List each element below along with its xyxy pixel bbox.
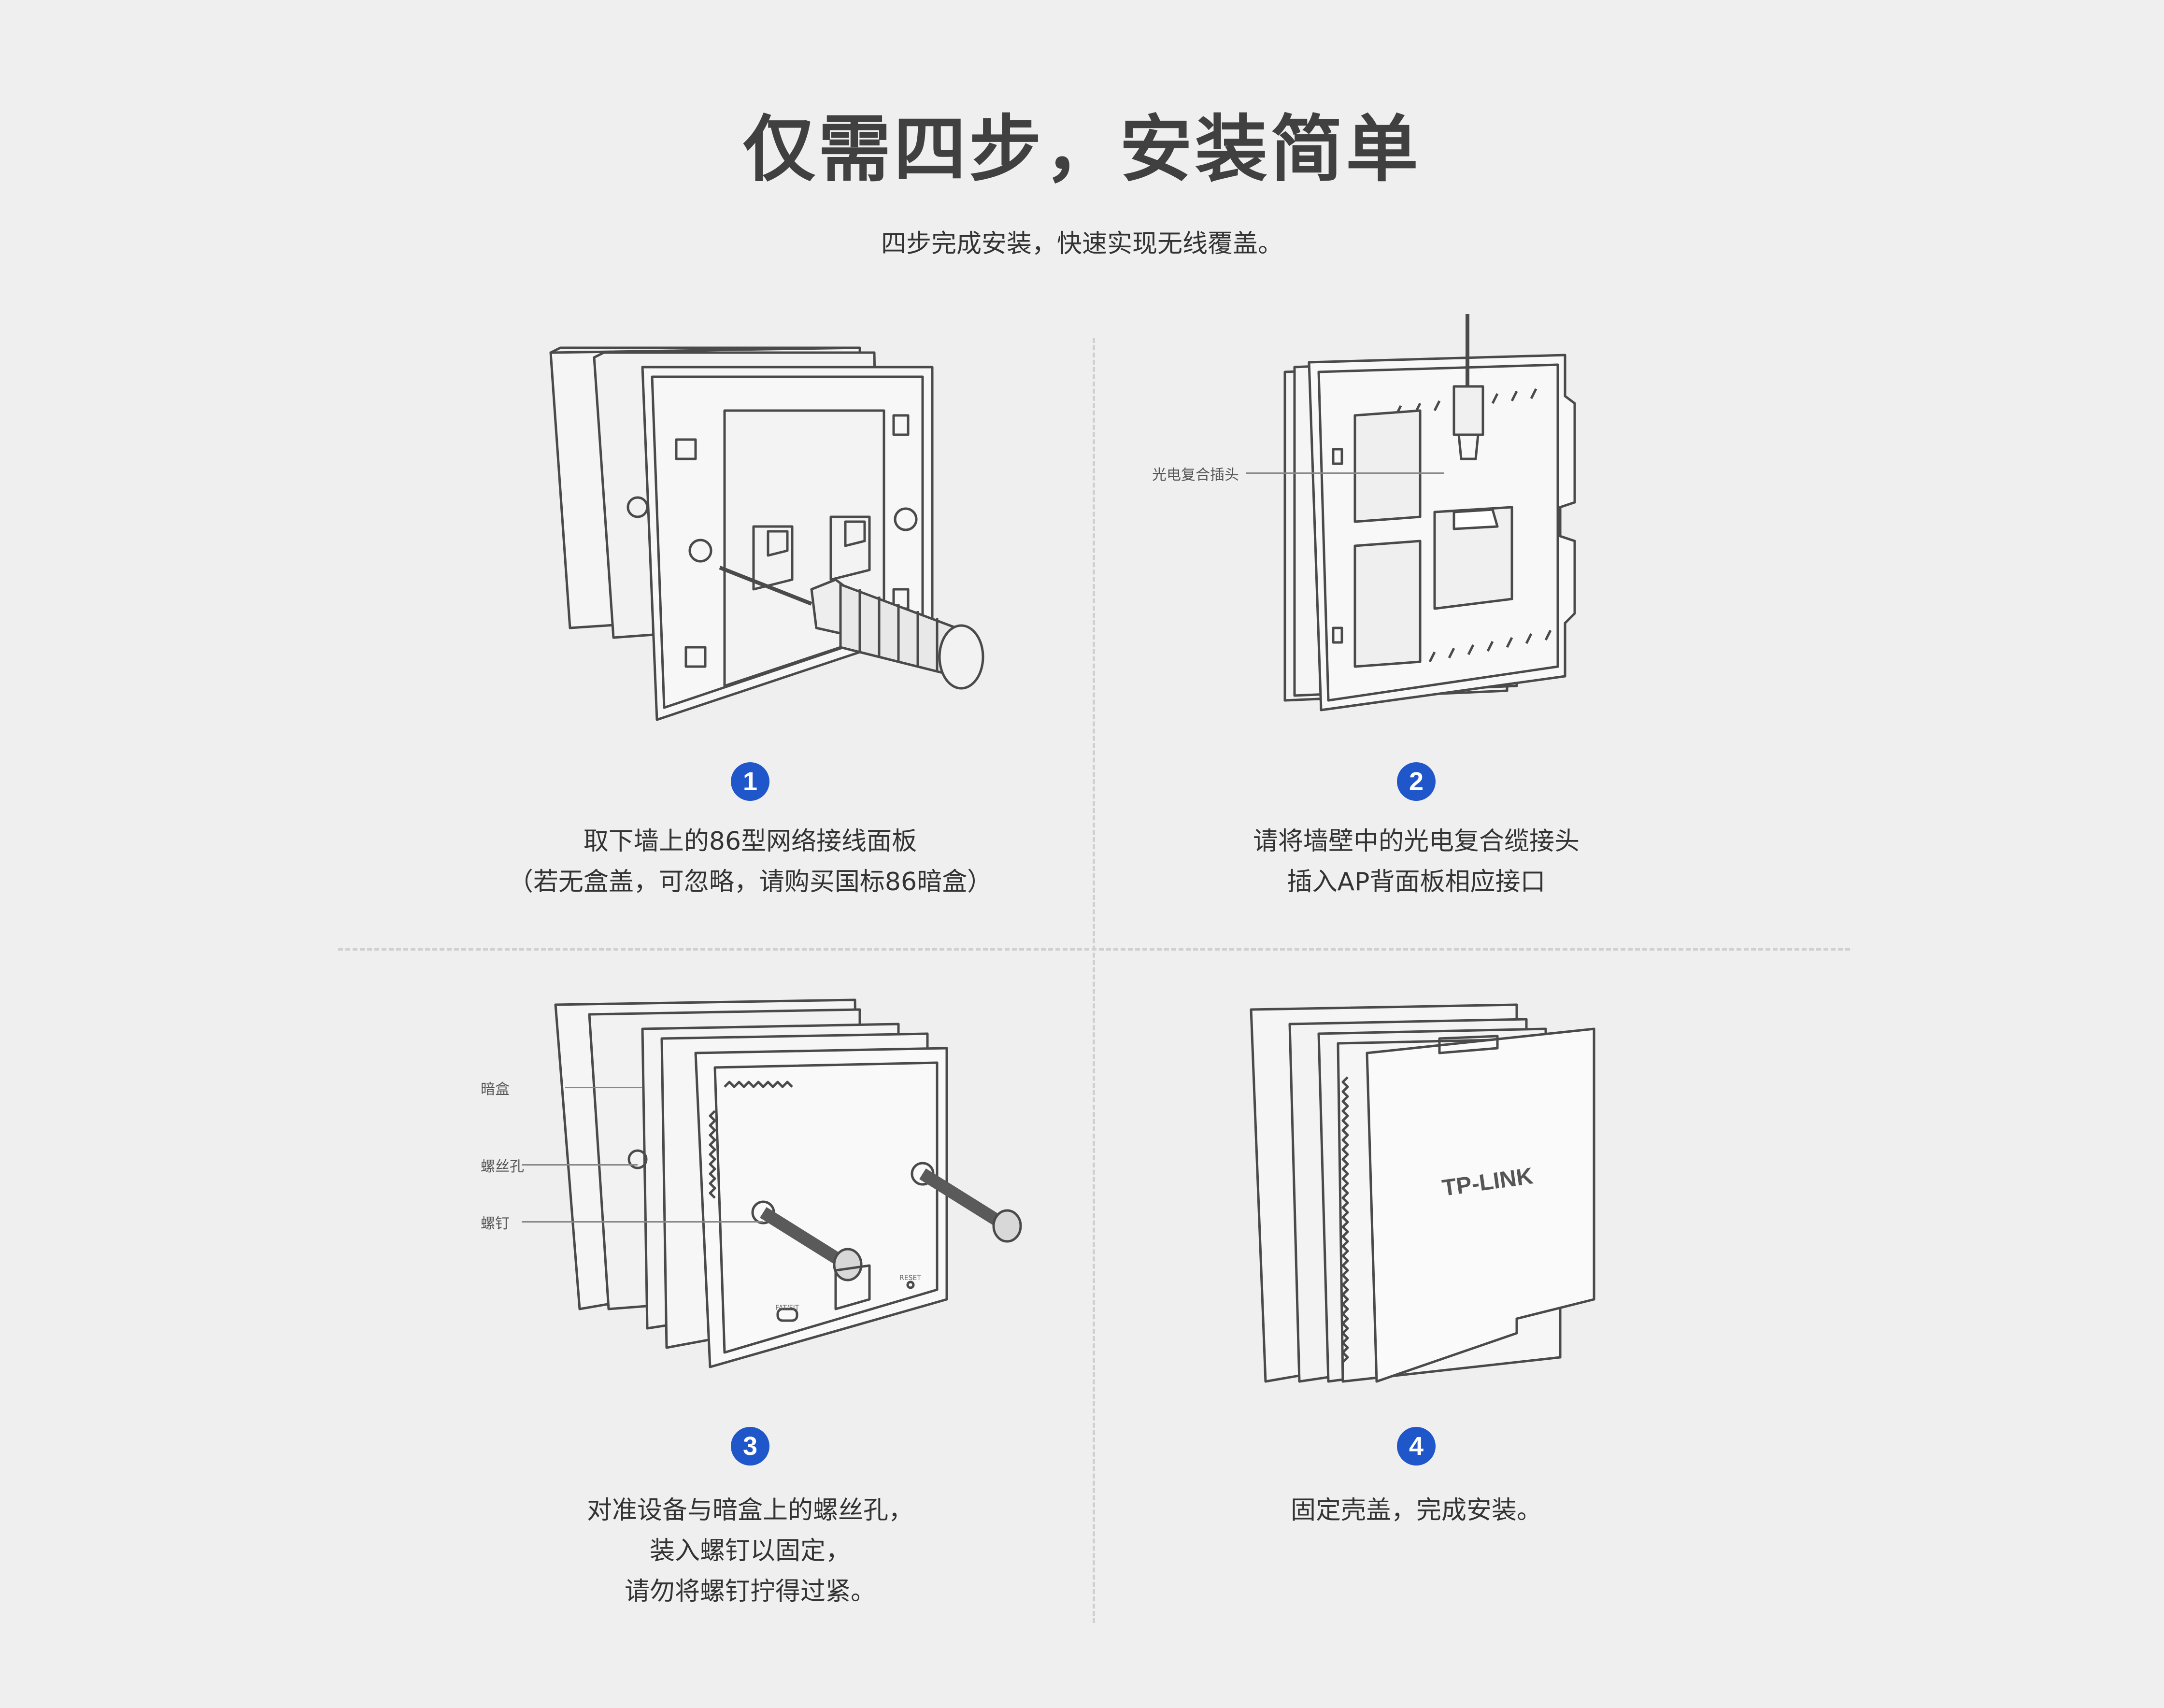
step-2-illustration bbox=[1283, 314, 1576, 712]
step-3-line-2: 装入螺钉以固定， bbox=[649, 1537, 851, 1566]
step-4-illustration bbox=[1250, 1003, 1595, 1383]
fat-fit-label: FAT/FIT bbox=[775, 1304, 799, 1312]
step-3-line-1: 对准设备与暗盒上的螺丝孔， bbox=[586, 1496, 913, 1525]
step-1-line-1: 取下墙上的86型网络接线面板 bbox=[583, 827, 917, 856]
step-4-line-1: 固定壳盖，完成安装。 bbox=[1290, 1496, 1542, 1525]
step-4-description: 固定壳盖，完成安装。 bbox=[1102, 1490, 1730, 1531]
callout-fiber-connector: 光电复合插头 bbox=[1152, 467, 1239, 484]
step-3-line-3: 请勿将螺钉拧得过紧。 bbox=[624, 1577, 876, 1606]
step-3-description: 对准设备与暗盒上的螺丝孔， 装入螺钉以固定， 请勿将螺钉拧得过紧。 bbox=[436, 1490, 1064, 1612]
horizontal-divider bbox=[338, 948, 1850, 951]
step-3-badge: 3 bbox=[731, 1427, 769, 1466]
callout-line-screw-hole bbox=[522, 1164, 638, 1166]
step-1-illustration bbox=[549, 346, 984, 721]
step-2-badge: 2 bbox=[1397, 762, 1436, 801]
page-title: 仅需四步，安装简单 bbox=[742, 108, 1421, 192]
vertical-divider bbox=[1093, 338, 1095, 1623]
callout-screw: 螺钉 bbox=[481, 1215, 510, 1232]
callout-line-fiber-connector bbox=[1246, 472, 1444, 474]
step-2-description: 请将墙壁中的光电复合缆接头 插入AP背面板相应接口 bbox=[1102, 821, 1730, 902]
callout-junction-box: 暗盒 bbox=[481, 1081, 510, 1098]
callout-line-screw bbox=[522, 1221, 763, 1223]
callout-line-junction-box bbox=[565, 1087, 642, 1088]
step-1-line-2: （若无盒盖，可忽略，请购买国标86暗盒） bbox=[508, 868, 993, 897]
reset-label: RESET bbox=[899, 1274, 921, 1282]
step-3-illustration bbox=[554, 998, 1022, 1368]
step-2-line-2: 插入AP背面板相应接口 bbox=[1287, 868, 1546, 897]
page-subtitle: 四步完成安装，快速实现无线覆盖。 bbox=[881, 229, 1283, 258]
step-2-line-1: 请将墙壁中的光电复合缆接头 bbox=[1253, 827, 1580, 856]
callout-screw-hole: 螺丝孔 bbox=[481, 1158, 524, 1175]
step-1-description: 取下墙上的86型网络接线面板 （若无盒盖，可忽略，请购买国标86暗盒） bbox=[436, 821, 1064, 902]
step-4-badge: 4 bbox=[1397, 1427, 1436, 1466]
step-1-badge: 1 bbox=[731, 762, 769, 801]
